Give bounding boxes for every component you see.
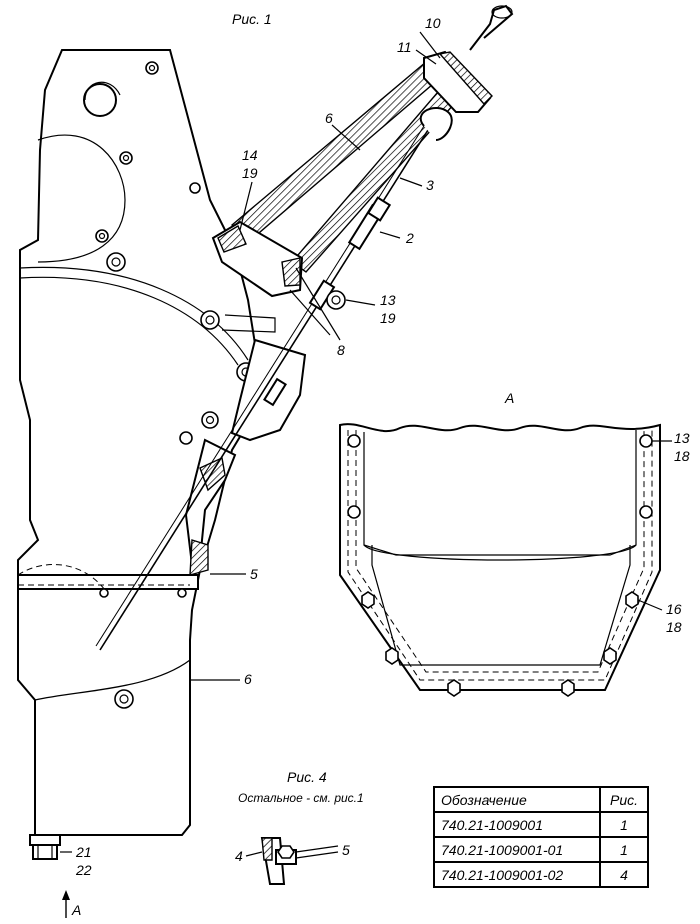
label-22: 22 [75,862,92,878]
label-view-16: 16 [666,601,682,617]
label-2: 2 [405,230,414,246]
figure4-label-4: 4 [235,848,243,864]
table-row: 740.21-1009001 1 [433,811,649,838]
table-row: 740.21-1009001-02 4 [433,861,649,888]
figure4-label-5: 5 [342,842,350,858]
label-14: 14 [242,147,258,163]
table-cell-designation: 740.21-1009001 [433,811,601,838]
view-a-title: A [504,390,514,406]
label-view-18b: 18 [666,619,682,635]
figure4-note: Остальное - см. рис.1 [238,791,364,805]
column-header-designation: Обозначение [433,786,601,813]
table-row: 740.21-1009001-01 1 [433,836,649,863]
label-6-sump: 6 [244,671,252,687]
label-19-top: 19 [242,165,258,181]
table-cell-figure: 1 [599,836,649,863]
label-21: 21 [75,844,92,860]
table-cell-figure: 4 [599,861,649,888]
label-3: 3 [426,177,434,193]
label-6-tube: 6 [325,110,333,126]
figure4-caption: Рис. 4 [287,769,327,785]
arrow-a-label: A [71,902,81,918]
designation-table: Обозначение Рис. 740.21-1009001 1 740.21… [433,786,649,888]
label-5: 5 [250,566,258,582]
table-cell-figure: 1 [599,811,649,838]
engine-housing [17,49,307,860]
label-view-18a: 18 [674,448,690,464]
table-header-row: Обозначение Рис. [433,786,649,813]
figure4-detail [245,837,339,885]
view-a-oil-pan [339,423,672,697]
label-10: 10 [425,15,441,31]
label-11: 11 [397,39,412,55]
view-arrow-a [62,890,70,918]
label-13: 13 [380,292,396,308]
column-header-figure: Рис. [599,786,649,813]
dipstick-rod [95,107,453,651]
table-cell-designation: 740.21-1009001-02 [433,861,601,888]
label-19-bottom: 19 [380,310,396,326]
label-view-13: 13 [674,430,690,446]
table-cell-designation: 740.21-1009001-01 [433,836,601,863]
label-8: 8 [337,342,345,358]
filler-cap [423,4,514,113]
dipstick-tube [211,61,456,336]
figure1-caption: Рис. 1 [232,11,272,27]
leader-lines [60,31,441,853]
